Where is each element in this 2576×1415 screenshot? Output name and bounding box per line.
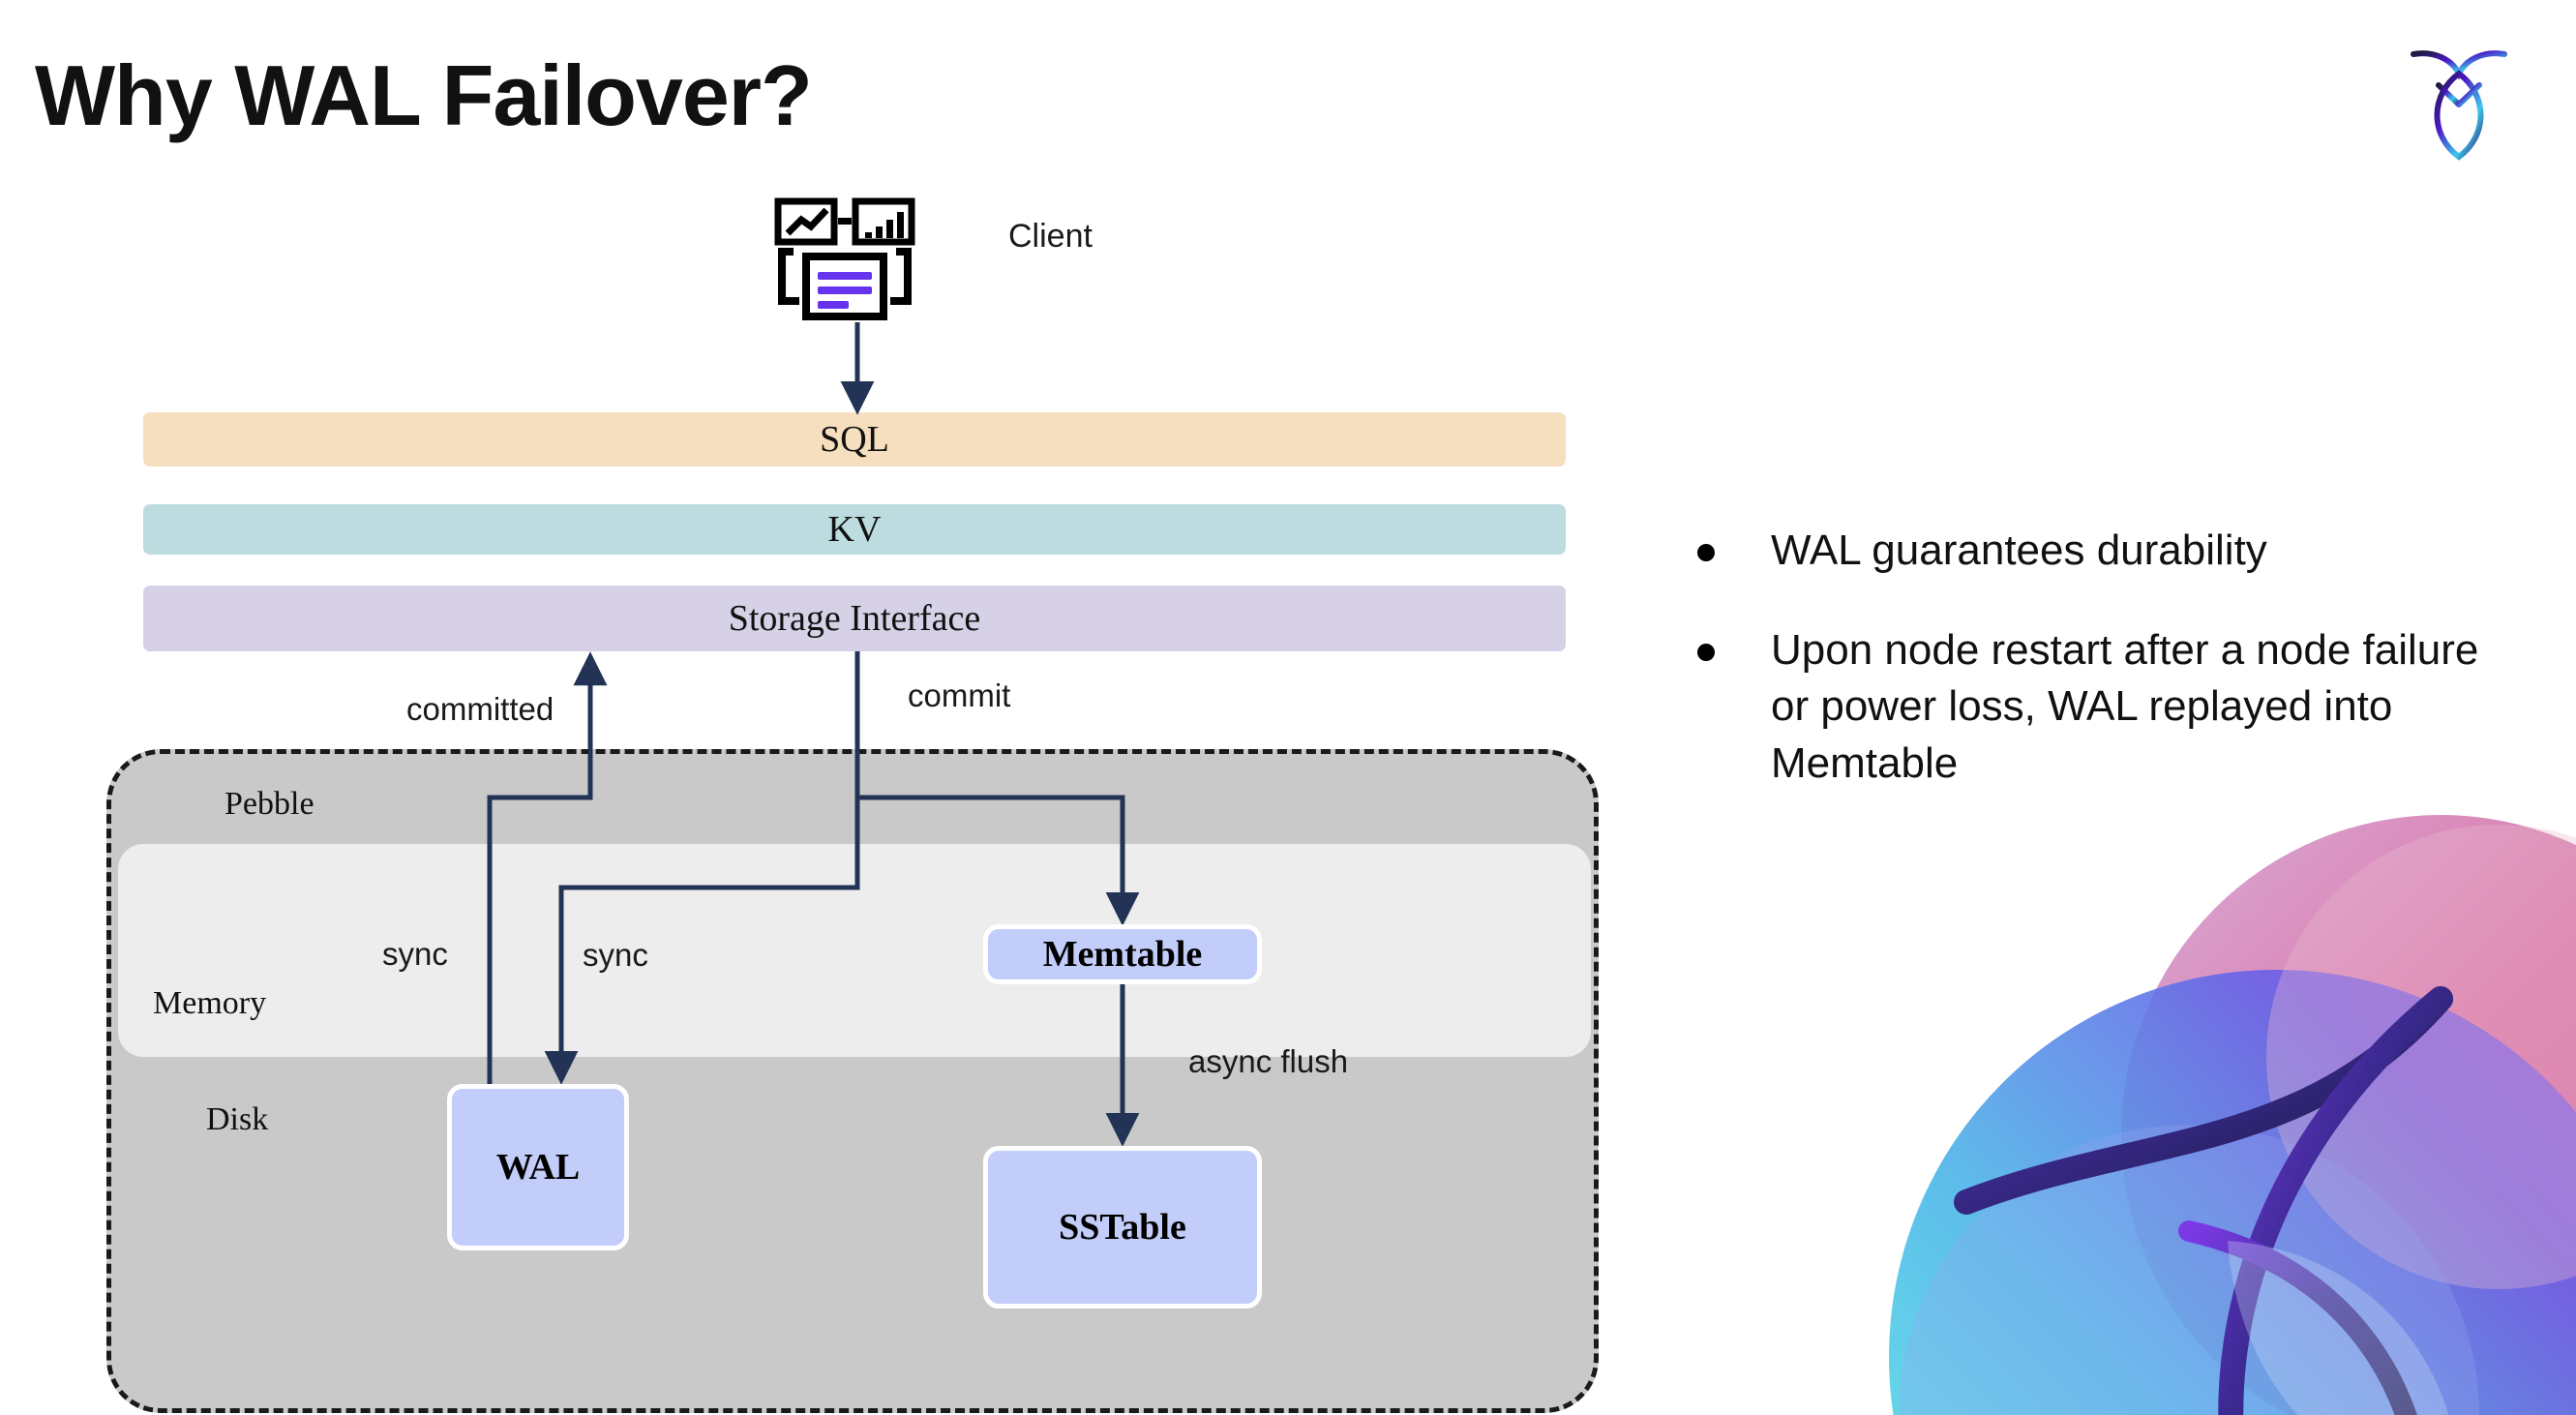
edge-label-committed: committed — [406, 691, 554, 727]
client-label: Client — [1008, 218, 1093, 255]
node-label-wal: WAL — [495, 1147, 581, 1188]
node-wal: WAL — [447, 1084, 629, 1250]
list-item: WAL guarantees durability — [1697, 523, 2501, 580]
edge-label-sync-down: sync — [583, 937, 648, 973]
node-label-sstable: SSTable — [1059, 1207, 1186, 1248]
layer-label-sql: SQL — [820, 419, 889, 460]
bullet-list: WAL guarantees durability Upon node rest… — [1697, 523, 2501, 834]
layer-label-storage-interface: Storage Interface — [728, 598, 981, 639]
node-label-memtable: Memtable — [1042, 934, 1203, 975]
pebble-label: Pebble — [225, 786, 315, 822]
edge-label-async-flush: async flush — [1188, 1043, 1349, 1079]
edge-label-sync-up: sync — [382, 936, 448, 972]
edge-label-commit: commit — [908, 677, 1011, 713]
bullet-text: Upon node restart after a node failure o… — [1771, 625, 2479, 787]
bullet-dot-icon — [1697, 544, 1715, 561]
page-title: Why WAL Failover? — [35, 47, 813, 143]
client-dashboard-icon — [774, 196, 929, 322]
node-sstable: SSTable — [983, 1146, 1262, 1309]
decorative-brand-graphic — [1821, 815, 2576, 1415]
cockroachdb-logo — [2406, 35, 2512, 161]
layer-bar-sql: SQL — [143, 412, 1566, 467]
memory-region — [118, 844, 1591, 1057]
layer-bar-storage-interface: Storage Interface — [143, 586, 1566, 651]
node-memtable: Memtable — [983, 924, 1262, 984]
layer-bar-kv: KV — [143, 504, 1566, 555]
layer-label-kv: KV — [827, 509, 882, 550]
disk-label: Disk — [206, 1101, 269, 1137]
bullet-dot-icon — [1697, 643, 1715, 661]
bullet-text: WAL guarantees durability — [1771, 527, 2267, 574]
memory-label: Memory — [153, 985, 267, 1021]
list-item: Upon node restart after a node failure o… — [1697, 622, 2501, 793]
